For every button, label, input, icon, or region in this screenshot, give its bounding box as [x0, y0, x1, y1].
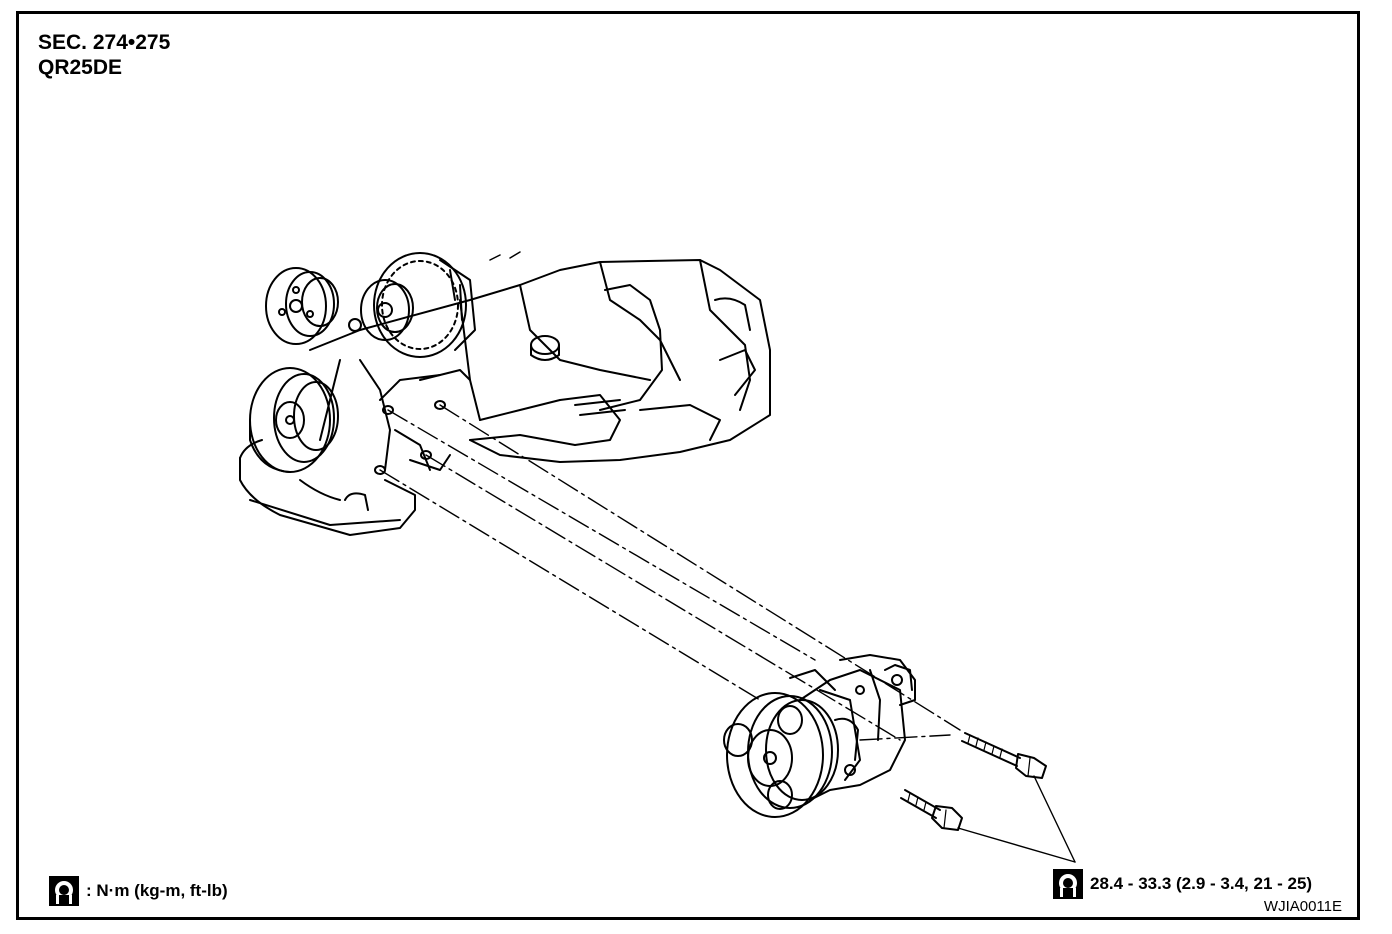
bolt-torque-spec: 28.4 - 33.3 (2.9 - 3.4, 21 - 25) [1052, 868, 1312, 900]
diagram-frame [16, 11, 1360, 920]
compressor-bolt-lower [900, 789, 963, 831]
water-pump-pulley [265, 267, 339, 345]
engine-code: QR25DE [38, 56, 123, 79]
crankshaft-pulley [249, 367, 339, 473]
figure-code: WJIA0011E [1263, 898, 1342, 915]
section-header: SEC. 274•275 QR25DE [38, 30, 170, 80]
alternator [348, 252, 476, 358]
engine-block [239, 251, 771, 536]
compressor-bolt-upper [961, 732, 1047, 779]
alignment-lines [379, 404, 961, 741]
mounting-holes [374, 400, 446, 475]
torque-value: 28.4 - 33.3 (2.9 - 3.4, 21 - 25) [1090, 874, 1313, 893]
torque-leader-lines [957, 775, 1076, 863]
torque-wrench-icon [1053, 869, 1083, 899]
torque-units-legend: : N·m (kg-m, ft-lb) [48, 875, 228, 907]
torque-wrench-icon [49, 876, 79, 906]
ac-compressor [723, 654, 916, 818]
section-number: SEC. 274•275 [38, 31, 171, 54]
torque-units-text: : N·m (kg-m, ft-lb) [86, 881, 228, 900]
